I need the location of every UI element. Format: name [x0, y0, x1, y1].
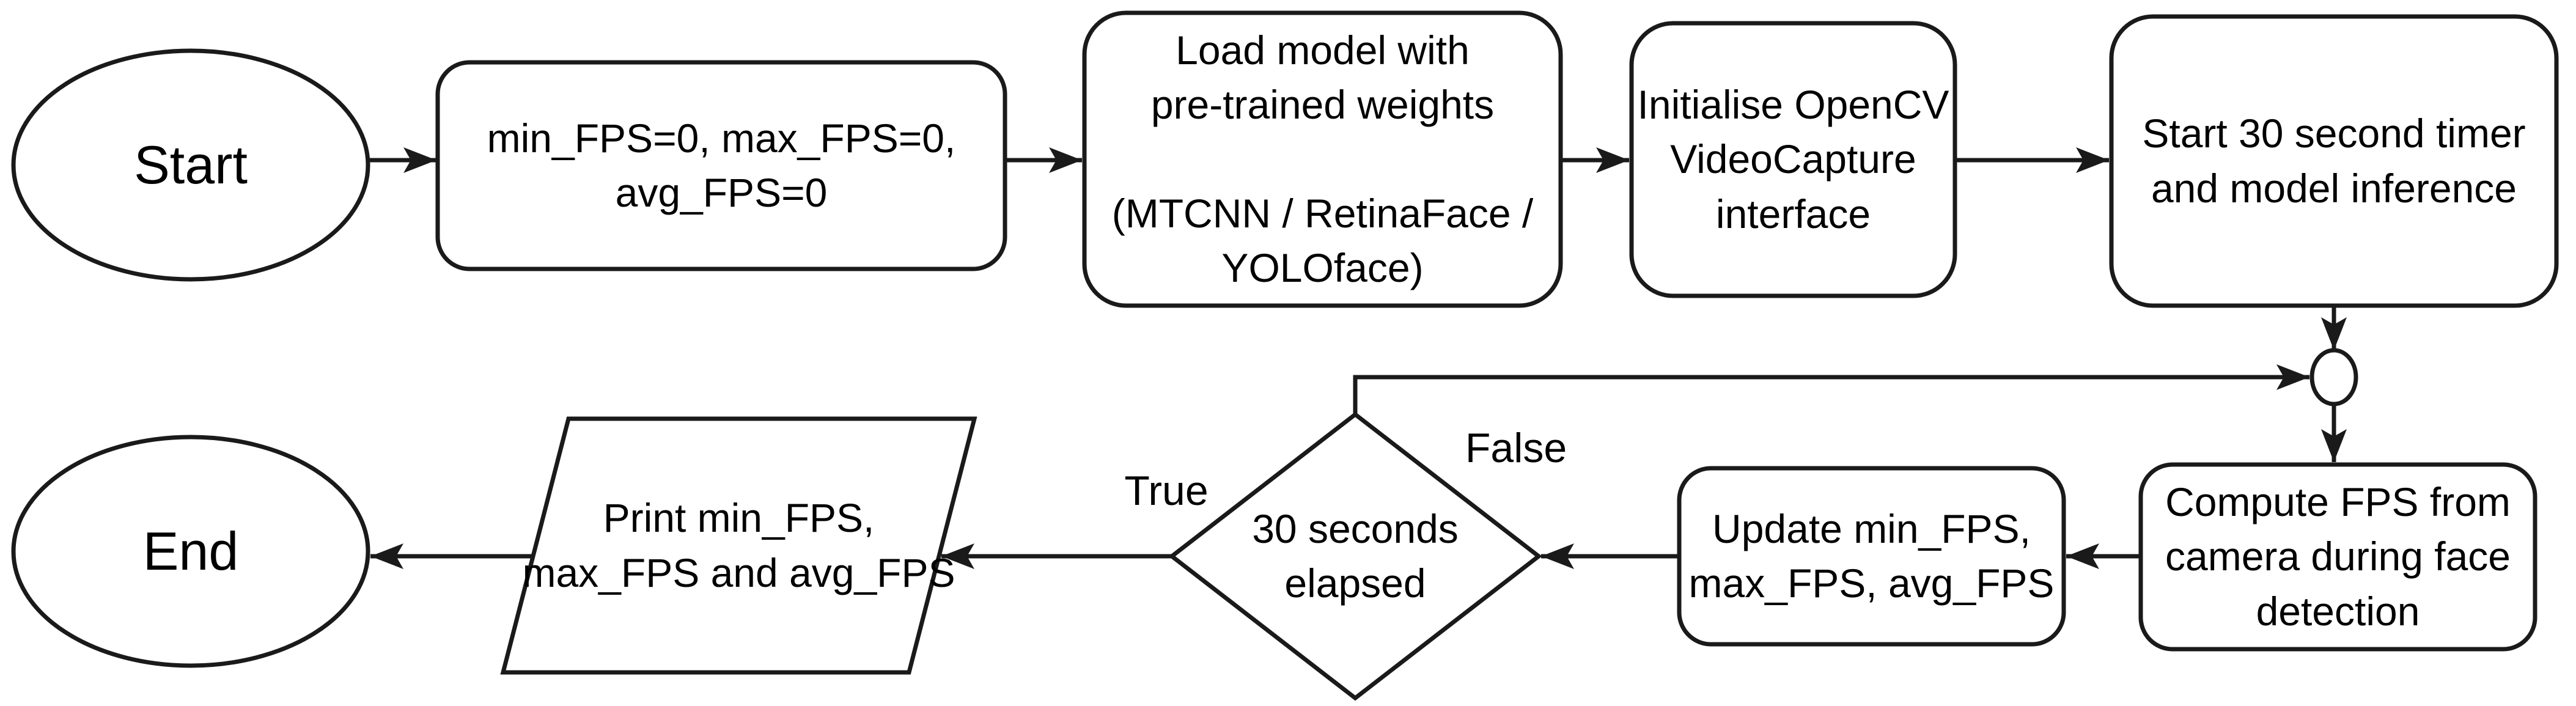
print-output-label: Print min_FPS, max_FPS and avg_FPS	[522, 495, 955, 595]
end-label: End	[142, 520, 239, 581]
init-vars-box-shape	[435, 60, 1007, 271]
compute-fps-label: Compute FPS from camera during face dete…	[2165, 479, 2511, 634]
edge-decision-false-to-junction	[1353, 364, 2309, 414]
update-fps-label: Update min_FPS, max_FPS, avg_FPS	[1688, 506, 2055, 606]
init-capture-box-shape	[1629, 21, 1957, 298]
start-timer-label: Start 30 second timer and model inferenc…	[2142, 111, 2526, 211]
junction-circle-shape	[2309, 348, 2358, 406]
flow-nodes	[11, 10, 2559, 701]
load-model-box-shape	[1082, 10, 1563, 308]
start-terminator-shape	[11, 48, 370, 282]
compute-fps-box-shape	[2138, 462, 2537, 652]
init-vars-label: min_FPS=0, max_FPS=0, avg_FPS=0	[487, 115, 956, 215]
flow-edges	[368, 147, 2347, 569]
decision-label: 30 seconds elapsed	[1252, 506, 1459, 606]
update-fps-box-shape	[1677, 466, 2066, 647]
init-capture-label: Initialise OpenCV VideoCapture interface	[1637, 82, 1949, 237]
start-timer-box-shape	[2109, 14, 2559, 308]
branch-false-label: False	[1465, 425, 1567, 472]
load-model-label: Load model with pre-trained weights (MTC…	[1111, 27, 1534, 291]
end-terminator-shape	[11, 435, 370, 668]
print-parallelogram-shape	[500, 416, 977, 675]
start-label: Start	[134, 134, 248, 195]
decision-diamond-shape	[1168, 411, 1542, 701]
branch-true-label: True	[1124, 468, 1209, 515]
